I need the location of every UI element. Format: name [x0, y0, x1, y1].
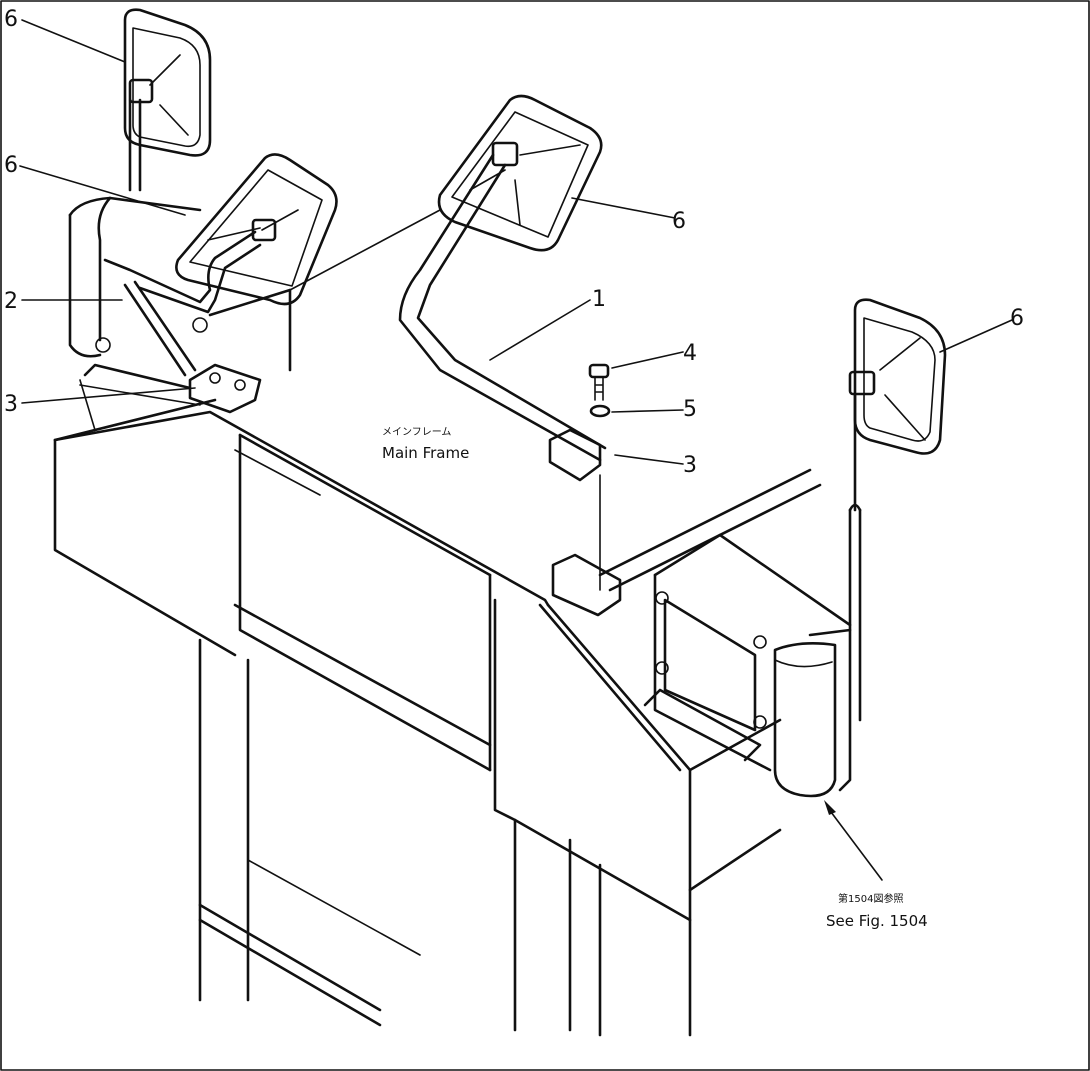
- mirror-center: [398, 94, 607, 462]
- callout-6-top-left: 6: [4, 7, 18, 32]
- bracket-center: [548, 428, 622, 617]
- washer: [589, 404, 611, 418]
- callout-6-center: 6: [672, 209, 686, 234]
- main-frame-en: Main Frame: [382, 444, 469, 462]
- callout-5: 5: [683, 397, 697, 422]
- bracket-left: [188, 363, 262, 414]
- leader-lines: [19, 19, 1013, 881]
- callout-1: 1: [592, 287, 606, 312]
- callout-6-left: 6: [4, 153, 18, 178]
- callout-3-center: 3: [683, 453, 697, 478]
- see-fig-jp: 第1504図参照: [838, 892, 903, 905]
- mirror-top-left: [123, 8, 212, 192]
- callout-4: 4: [683, 341, 697, 366]
- mirror-right: [848, 298, 947, 512]
- left-rear-tank: [68, 196, 441, 390]
- main-frame-jp: メインフレーム: [382, 426, 451, 438]
- callout-2: 2: [4, 289, 18, 314]
- mirror-left-second: [103, 153, 338, 377]
- bolt: [588, 363, 610, 401]
- main-frame-body: [53, 379, 822, 1037]
- callout-3-left: 3: [4, 392, 18, 417]
- right-housing: [643, 503, 862, 798]
- callout-6-right: 6: [1010, 306, 1024, 331]
- see-fig-en: See Fig. 1504: [826, 912, 928, 930]
